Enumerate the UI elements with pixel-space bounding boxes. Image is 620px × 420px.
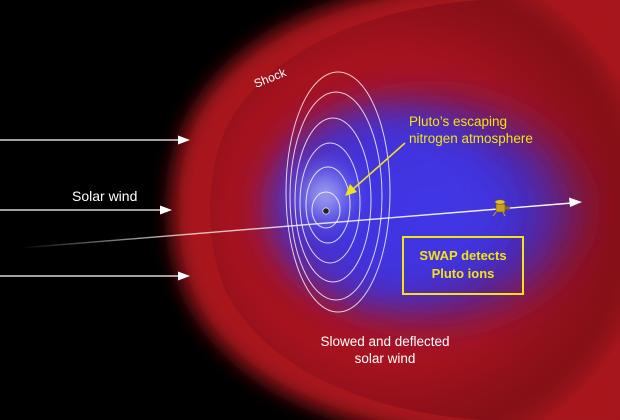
spacecraft-icon bbox=[492, 199, 510, 217]
atmosphere-rings bbox=[285, 71, 391, 313]
escaping-atmosphere-pointer bbox=[345, 142, 406, 196]
pluto-dot bbox=[322, 207, 330, 215]
escaping-atmosphere-label-line1: Pluto’s escaping bbox=[409, 114, 507, 129]
solar-wind-label: Solar wind bbox=[72, 188, 137, 204]
swap-box bbox=[402, 236, 524, 295]
swap-label-line2: Pluto ions bbox=[432, 266, 495, 281]
trajectory-line bbox=[19, 197, 582, 249]
escaping-atmosphere-label-line2: nitrogen atmosphere bbox=[409, 131, 533, 146]
deflected-wind-label-line2: solar wind bbox=[355, 351, 416, 366]
solar-wind-arrow-bottom bbox=[0, 271, 190, 281]
swap-label-line1: SWAP detects bbox=[419, 248, 506, 263]
solar-wind-arrows bbox=[0, 135, 190, 281]
ion-cloud bbox=[260, 85, 600, 335]
solar-wind-arrow-top bbox=[0, 135, 190, 145]
deflected-wind-label-line1: Slowed and deflected bbox=[320, 334, 449, 349]
solar-wind-arrow-middle bbox=[0, 205, 172, 215]
